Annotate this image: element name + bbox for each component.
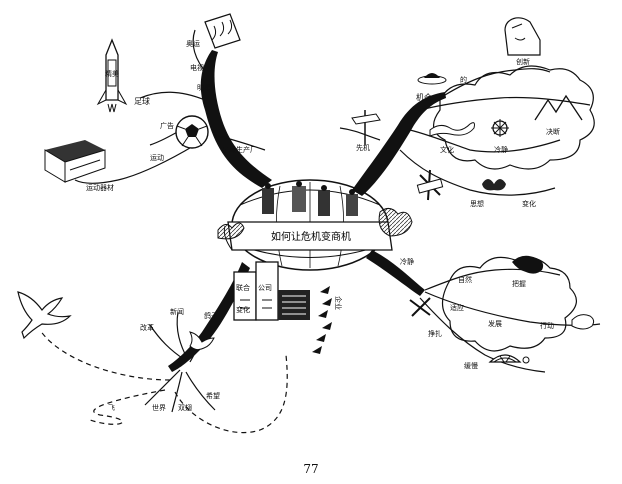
- label-reform: 改革: [140, 323, 154, 332]
- label-factory: 足球生产厂: [222, 145, 257, 154]
- labels: 精美 足球 奥运 电视 明星 广告 运动 足球生产厂 运动器材 先机 机会 的 …: [86, 39, 560, 412]
- label-calm: 冷静: [494, 145, 508, 154]
- label-hope: 希望: [206, 391, 220, 400]
- dragon-icon: [429, 122, 475, 137]
- label-slow: 缓慢: [464, 361, 478, 370]
- label-company: 公司: [258, 284, 272, 292]
- central-title: 如何让危机变商机: [271, 230, 351, 243]
- central-globe: [217, 179, 413, 271]
- label-enterprise: 企业: [334, 296, 343, 310]
- label-news: 新闻: [170, 307, 184, 316]
- label-pigeon: 鸽子: [204, 311, 218, 320]
- thought-cloud: [433, 65, 595, 170]
- label-tv: 电视: [190, 63, 204, 72]
- label-opportunity: 机会: [416, 92, 432, 102]
- label-wings: 双翅: [178, 403, 192, 412]
- label-de: 的: [460, 75, 467, 84]
- label-change-building: 变化: [236, 305, 250, 314]
- label-ads: 广告: [160, 121, 174, 130]
- thought-cloud-lower: [441, 256, 577, 352]
- dove-icon: [17, 291, 72, 340]
- crossed-post-icon: [416, 169, 444, 201]
- label-reflect: 思想: [470, 199, 484, 208]
- label-decide: 决断: [546, 127, 560, 136]
- label-natural: 自然: [458, 275, 472, 284]
- mountain-icon: [534, 94, 583, 121]
- fist-icon: [571, 314, 595, 330]
- face-sketch-icon: [504, 17, 541, 56]
- label-change: 变化: [522, 199, 536, 208]
- equipment-box-icon: [44, 140, 106, 183]
- soccer-ball-icon: [175, 115, 209, 149]
- label-struggle: 挣扎: [428, 329, 442, 338]
- label-stars: 明星: [197, 84, 211, 92]
- label-rocket: 精美: [105, 69, 119, 78]
- crossed-post-icon-2: [409, 297, 431, 317]
- page-number: 77: [303, 462, 319, 476]
- label-first-move: 先机: [356, 143, 370, 152]
- signpost-icon: [351, 110, 381, 145]
- wheel-icon: [491, 119, 509, 137]
- label-grasp: 把握: [512, 279, 526, 288]
- label-action: 行动: [540, 321, 554, 330]
- hand-icon: [512, 255, 544, 274]
- label-adapt: 适应: [450, 303, 464, 312]
- label-growth: 发展: [488, 319, 502, 328]
- label-united: 联合: [236, 283, 250, 292]
- flight-paths: [39, 329, 288, 434]
- label-fly: 飞: [108, 404, 115, 412]
- label-base: 运动器材: [86, 183, 114, 192]
- film-strip-icon: [204, 13, 241, 49]
- label-sport: 运动: [150, 153, 164, 162]
- label-olympics: 奥运: [186, 39, 200, 48]
- label-football: 足球: [134, 96, 150, 106]
- buildings-icon: [233, 261, 310, 321]
- label-culture: 文化: [440, 145, 454, 154]
- label-calm-branch: 冷静: [400, 257, 414, 266]
- flags-cluster-icon: [312, 286, 332, 354]
- ufo-icon: [417, 73, 447, 85]
- goggles-icon: [482, 179, 506, 191]
- turtle-icon: [488, 354, 530, 364]
- rocket-icon: [96, 38, 128, 113]
- small-dove-icon: [189, 331, 215, 351]
- main-branches: [168, 50, 446, 372]
- label-creativity: 创新: [516, 57, 530, 66]
- label-world: 世界: [152, 403, 166, 412]
